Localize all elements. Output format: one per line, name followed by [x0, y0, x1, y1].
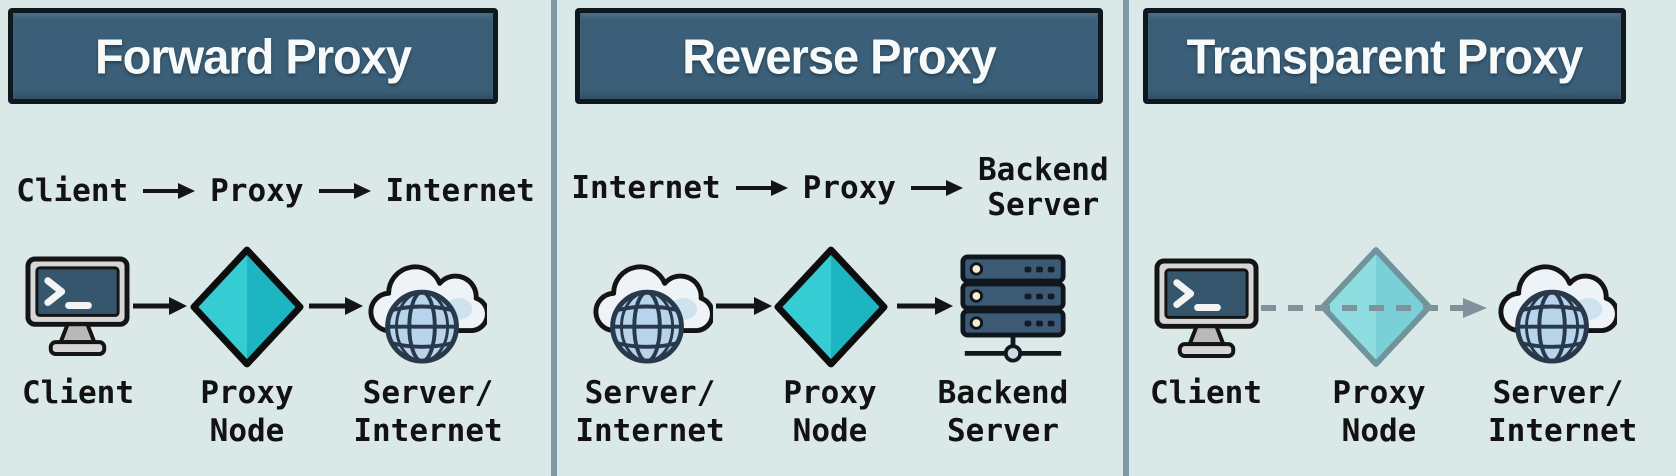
proxy-diamond-icon — [189, 243, 305, 371]
cloud-globe-icon — [587, 248, 713, 366]
arrow-icon — [715, 294, 773, 318]
cloud-globe-icon — [363, 248, 487, 366]
flow-step: Internet — [571, 170, 721, 206]
panel-divider — [1123, 0, 1129, 476]
panel-title: Transparent Proxy — [1186, 28, 1584, 84]
arrow-icon — [308, 294, 364, 318]
node-label: Proxy Node — [783, 375, 877, 449]
node-label: Client — [22, 375, 134, 411]
flow-step-stacked: Backend Server — [977, 152, 1109, 223]
node-label: Server/ Internet — [575, 375, 725, 449]
panel-divider — [551, 0, 557, 476]
panel-title-box: Reverse Proxy — [575, 8, 1103, 104]
flow-step: Internet — [385, 173, 535, 209]
arrow-icon — [132, 294, 188, 318]
panel-title-box: Forward Proxy — [8, 8, 498, 104]
flow-step: Client — [16, 173, 129, 209]
node-label: Backend Server — [937, 375, 1069, 449]
flow-arrow-icon — [143, 183, 196, 199]
flow-summary: Client Proxy Internet — [0, 158, 551, 224]
flow-arrow-icon — [318, 183, 371, 199]
proxy-diamond-icon — [773, 243, 889, 371]
panel-reverse-proxy: Reverse Proxy Internet Proxy Backend Ser… — [557, 0, 1123, 476]
panel-forward-proxy: Forward Proxy Client Proxy Internet — [0, 0, 551, 476]
dashed-arrow-icon — [1259, 295, 1491, 321]
terminal-computer-icon — [24, 255, 131, 358]
node-label: Proxy Node — [1332, 375, 1426, 449]
panel-title: Forward Proxy — [94, 28, 412, 84]
flow-step: Proxy — [210, 173, 304, 209]
flow-arrow-icon — [910, 180, 963, 196]
node-label: Server/ Internet — [353, 375, 503, 449]
panel-title-box: Transparent Proxy — [1143, 8, 1626, 104]
panel-transparent-proxy: Transparent Proxy — [1129, 0, 1676, 476]
flow-summary: Internet Proxy Backend Server — [557, 146, 1123, 230]
node-label: Client — [1150, 375, 1262, 411]
node-label: Proxy Node — [200, 375, 294, 449]
arrow-icon — [896, 294, 954, 318]
cloud-globe-icon — [1493, 248, 1617, 366]
flow-step: Proxy — [802, 170, 896, 206]
node-label: Server/ Internet — [1488, 375, 1638, 449]
terminal-computer-icon — [1153, 257, 1260, 360]
panel-title: Reverse Proxy — [682, 28, 997, 84]
flow-arrow-icon — [735, 180, 788, 196]
server-rack-icon — [959, 253, 1067, 367]
